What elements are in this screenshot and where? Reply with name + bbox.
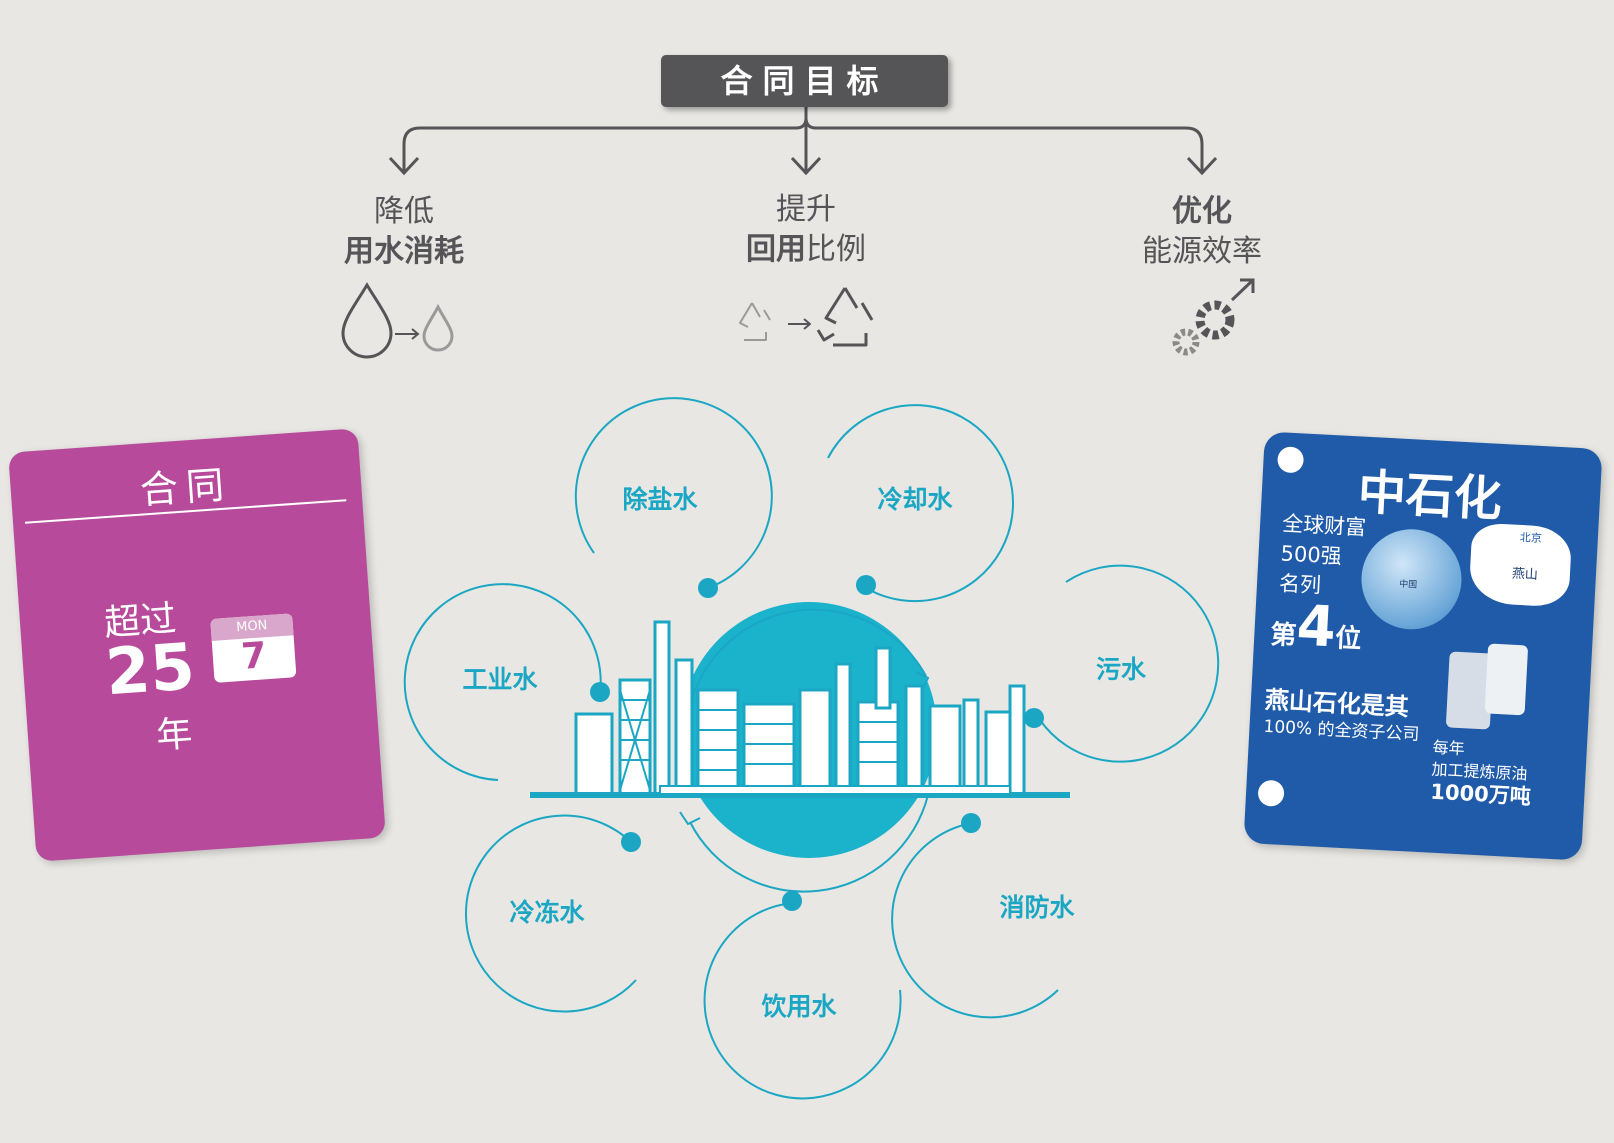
goal-connector-lines [388, 107, 1218, 176]
goal-reduce-bold: 用水消耗 [344, 234, 464, 269]
map-label-yanshan: 燕山 [1511, 566, 1539, 583]
capacity-text: 每年 加工提炼原油 1000万吨 [1429, 737, 1534, 809]
rank-line2: 500强 [1280, 541, 1343, 569]
goal-reuse-line1: 提升 [776, 192, 836, 227]
card-hole-bottom [1257, 779, 1285, 807]
goal-reuse-bold: 回用 [746, 232, 806, 267]
water-drop-reduce-icon [341, 282, 454, 359]
calendar-icon: MON 7 [210, 613, 297, 683]
rank-suffix: 位 [1334, 623, 1363, 655]
node-chilled-water: 冷冻水 [509, 898, 585, 927]
goal-increase-reuse: 提升 回用比例 [686, 190, 926, 270]
goal-optimize-line1: 优化 [1172, 194, 1232, 229]
water-cycle-dots [590, 575, 1044, 911]
rank-line1: 全球财富 [1281, 511, 1367, 540]
china-map-icon: 北京 燕山 [1468, 522, 1573, 608]
node-cooling-water: 冷却水 [877, 485, 953, 514]
gears-optimize-icon [1172, 278, 1255, 356]
goal-reduce-line1: 降低 [374, 194, 434, 229]
sinopec-card: 中石化 全球财富 500强 名列 第4位 中国 北京 燕山 燕山石化是其 100… [1243, 431, 1603, 861]
water-cycle-arcs [403, 397, 1220, 1100]
contract-unit: 年 [154, 713, 194, 758]
card-hole-top [1276, 446, 1305, 474]
calendar-day-number: 7 [240, 635, 268, 678]
contract-goals-header: 合同目标 [661, 55, 948, 107]
node-drinking-water: 饮用水 [761, 992, 837, 1021]
node-demineralized-water: 除盐水 [622, 485, 698, 514]
globe-label-china: 中国 [1398, 579, 1418, 591]
recycle-increase-icon [739, 287, 874, 347]
goal-reuse-rest: 比例 [806, 232, 866, 267]
oil-barrel-icon-2 [1484, 643, 1529, 716]
fortune-rank-text: 全球财富 500强 名列 [1278, 508, 1367, 602]
sinopec-title: 中石化 [1356, 464, 1504, 528]
contract-years-number: 25 [103, 630, 198, 711]
capacity-value: 1000万吨 [1429, 779, 1532, 809]
rank-number: 4 [1295, 593, 1338, 661]
map-label-beijing: 北京 [1519, 530, 1543, 546]
goal-reduce-water: 降低 用水消耗 [284, 192, 524, 272]
node-industrial-water: 工业水 [462, 665, 538, 694]
goal-optimize-energy: 优化 能源效率 [1082, 192, 1322, 272]
goal-optimize-rest: 能源效率 [1142, 234, 1262, 269]
contract-card: 合同 超过 25 年 MON 7 [8, 428, 386, 862]
rank-statement: 第4位 [1269, 592, 1363, 662]
globe-icon: 中国 [1358, 526, 1465, 632]
node-fire-water: 消防水 [999, 893, 1075, 922]
refinery-illustration [530, 602, 1070, 893]
rank-prefix: 第 [1269, 620, 1298, 652]
node-sewage: 污水 [1095, 655, 1146, 684]
